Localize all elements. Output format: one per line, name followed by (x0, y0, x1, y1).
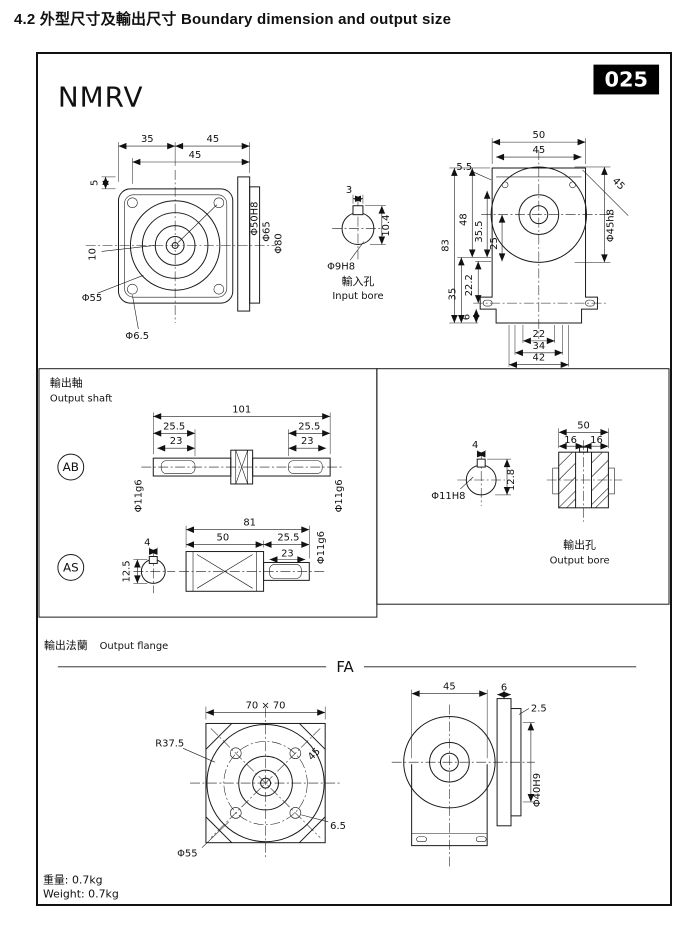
flange-label-zh: 輸出法蘭 (44, 638, 88, 652)
dia-6-5-label: Φ6.5 (125, 331, 149, 342)
dim-25-5-label: 25.5 (277, 533, 299, 544)
dim-r37-5-label: R37.5 (155, 738, 184, 749)
input-bore-label-en: Input bore (332, 291, 383, 302)
dia-45h8-label: Φ45h8 (605, 209, 616, 242)
ab-tag: AB (63, 460, 79, 474)
dim-35-5-label: 35.5 (474, 221, 485, 243)
drawing-sheet: NMRV 025 35 45 45 5 (38, 64, 670, 900)
as-shaft-drawing: 4 12.5 81 50 25.5 23 Φ11g6 (121, 518, 327, 594)
dim-45-label: 45 (533, 145, 546, 156)
input-bore-view: 3 10.4 Φ9H8 輸入孔 Input bore (327, 185, 392, 302)
weight-label-zh: 重量: 0.7kg (43, 872, 103, 886)
output-bore-box (376, 368, 670, 605)
output-shaft-section: 輸出軸 Output shaft AB AS 101 25.5 25. (50, 376, 345, 594)
dim-6-5-label: 6.5 (330, 821, 346, 832)
dim-16-left-label: 16 (564, 435, 577, 446)
size-badge: 025 (593, 64, 660, 95)
dim-25-5-right-label: 25.5 (298, 421, 320, 432)
dim-5-5-label: 5.5 (456, 162, 472, 173)
dim-34-label: 34 (533, 341, 546, 352)
dim-45deg-label: 45 (610, 176, 627, 193)
ab-shaft-drawing: 101 25.5 25.5 23 23 Φ11g6 Φ11g6 (133, 404, 345, 512)
dim-10-4-label: 10.4 (381, 215, 392, 237)
dim-6-label: 6 (501, 683, 507, 694)
dim-48-label: 48 (458, 213, 469, 226)
dia-11h8-label: Φ11H8 (431, 491, 465, 502)
output-shaft-label-en: Output shaft (50, 393, 112, 404)
fa-tag: FA (336, 658, 354, 676)
dim-45-label: 45 (443, 682, 456, 693)
dim-50-label: 50 (577, 420, 590, 431)
model-name: NMRV (58, 80, 144, 113)
dim-45deg-label: 45 (306, 746, 323, 763)
dim-4-label: 4 (144, 538, 150, 549)
flange-front-view: 70 × 70 R37.5 45 6.5 Φ55 (155, 701, 346, 860)
dim-22-label: 22 (533, 329, 546, 340)
flange-side-view: 45 6 2.5 Φ40H9 (391, 682, 547, 868)
dim-45-label: 45 (207, 134, 220, 145)
dia-11g6-label: Φ11g6 (316, 531, 327, 564)
dim-35-label: 35 (141, 134, 154, 145)
drawing-frame: NMRV 025 35 45 45 5 (36, 52, 672, 906)
dim-50-label: 50 (217, 533, 230, 544)
output-bore-view: 4 Φ11H8 12.8 50 16 16 輸出孔 Output bore (431, 420, 623, 566)
dim-6-label: 6 (461, 314, 472, 320)
dim-23-right-label: 23 (301, 436, 314, 447)
page-title: 4.2 外型尺寸及輸出尺寸 Boundary dimension and out… (14, 11, 452, 28)
dim-45b-label: 45 (189, 150, 202, 161)
dim-50-label: 50 (533, 130, 546, 141)
dim-35-label: 35 (447, 288, 458, 301)
dia-65-label: Φ65 (262, 221, 273, 241)
dim-81-label: 81 (243, 518, 256, 529)
dim-12-5-label: 12.5 (121, 560, 132, 582)
flange-section: 輸出法蘭 Output flange FA 7 (44, 638, 637, 868)
dia-11g6-left-label: Φ11g6 (133, 479, 144, 512)
dim-25-5-left-label: 25.5 (163, 421, 185, 432)
input-bore-label-zh: 輸入孔 (342, 274, 375, 288)
size-badge-text: 025 (605, 67, 649, 91)
dim-23-left-label: 23 (170, 436, 183, 447)
dim-5-label: 5 (90, 180, 101, 186)
dim-22-2-label: 22.2 (464, 274, 475, 296)
dim-4-label: 4 (472, 440, 478, 451)
dia-80-label: Φ80 (273, 233, 284, 253)
output-bore-label-en: Output bore (550, 555, 610, 566)
dim-25-label: 25 (489, 237, 500, 250)
as-tag: AS (63, 560, 79, 574)
dia-9h8-label: Φ9H8 (327, 261, 355, 272)
front-view: 35 45 45 5 10 Φ55 Φ6.5 Φ50H8 Φ65 Φ80 (82, 134, 285, 342)
dia-50h8-label: Φ50H8 (250, 202, 261, 236)
output-shaft-box (38, 368, 378, 618)
dim-23-label: 23 (281, 549, 294, 560)
side-view: 50 45 5.5 45 83 48 35.5 25 22.2 35 6 Φ45… (440, 130, 629, 369)
flange-label-en: Output flange (100, 641, 169, 652)
output-bore-label-zh: 輸出孔 (563, 538, 596, 552)
dim-83-label: 83 (440, 239, 451, 252)
dim-70x70-label: 70 × 70 (246, 701, 286, 712)
dim-101-label: 101 (232, 404, 251, 415)
weight-label-en: Weight: 0.7kg (43, 887, 119, 900)
dia-55-label: Φ55 (82, 293, 102, 304)
size-badge-bg (593, 64, 660, 95)
output-shaft-label-zh: 輸出軸 (50, 376, 83, 390)
dim-10-label: 10 (88, 248, 99, 261)
dia-11g6-right-label: Φ11g6 (334, 479, 345, 512)
dia-55-label: Φ55 (177, 849, 197, 860)
dim-16-right-label: 16 (590, 435, 603, 446)
dia-40h9-label: Φ40H9 (532, 773, 543, 807)
dim-12-8-label: 12.8 (506, 469, 517, 491)
dim-2-5-label: 2.5 (531, 704, 547, 715)
dim-3-label: 3 (346, 185, 352, 196)
dim-42-label: 42 (533, 353, 546, 364)
